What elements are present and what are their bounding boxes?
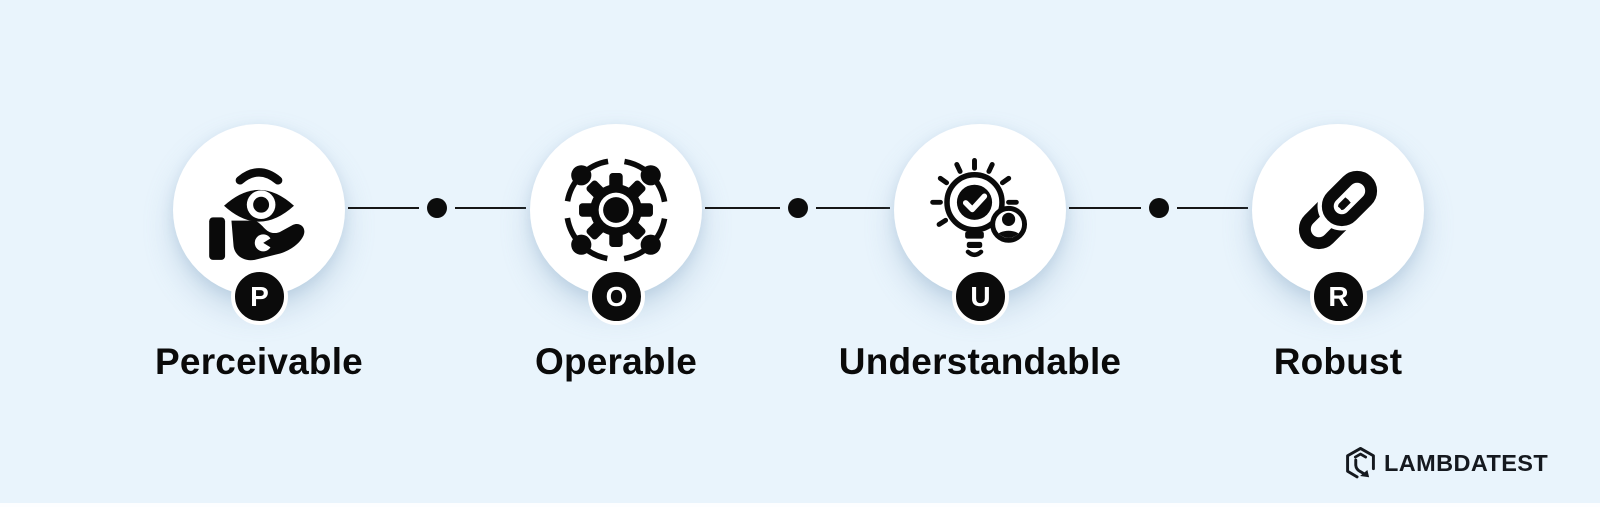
connector-dot <box>1148 198 1169 218</box>
connector-line <box>455 206 526 210</box>
node-circle-understandable <box>894 124 1066 296</box>
understandable-bulb-user-icon <box>930 158 1028 258</box>
label-robust: Robust <box>1273 341 1403 382</box>
connector-line <box>1176 206 1248 210</box>
connector-line <box>705 206 780 210</box>
badge-letter: R <box>1328 280 1349 312</box>
connector-2 <box>705 198 890 218</box>
badge-operable: O <box>588 268 645 325</box>
connector-1 <box>348 198 526 218</box>
connector-dot <box>427 198 447 218</box>
perceivable-hand-eye-icon <box>209 168 305 261</box>
badge-understandable: U <box>952 268 1009 325</box>
label-operable: Operable <box>535 341 697 382</box>
lambdatest-wordmark: LAMBDATEST <box>1384 450 1549 476</box>
lambdatest-logo: LAMBDATEST <box>1345 446 1548 481</box>
node-circle-robust <box>1252 124 1424 296</box>
robust-chain-icon <box>1298 166 1382 250</box>
connector-line <box>348 206 419 210</box>
connector-3 <box>1069 198 1248 218</box>
badge-letter: O <box>605 280 628 312</box>
bottom-strip <box>0 503 1600 507</box>
badge-perceivable: P <box>231 268 288 325</box>
badge-letter: U <box>970 280 991 312</box>
badge-robust: R <box>1310 268 1367 325</box>
lambdatest-logo-icon <box>1346 446 1375 479</box>
operable-gear-icon <box>563 157 669 263</box>
node-circle-perceivable <box>173 124 345 296</box>
connector-dot <box>787 198 808 218</box>
badge-letter: P <box>250 280 269 312</box>
label-perceivable: Perceivable <box>155 341 363 382</box>
label-understandable: Understandable <box>838 341 1122 382</box>
connector-line <box>815 206 890 210</box>
node-circle-operable <box>530 124 702 296</box>
connector-line <box>1069 206 1141 210</box>
